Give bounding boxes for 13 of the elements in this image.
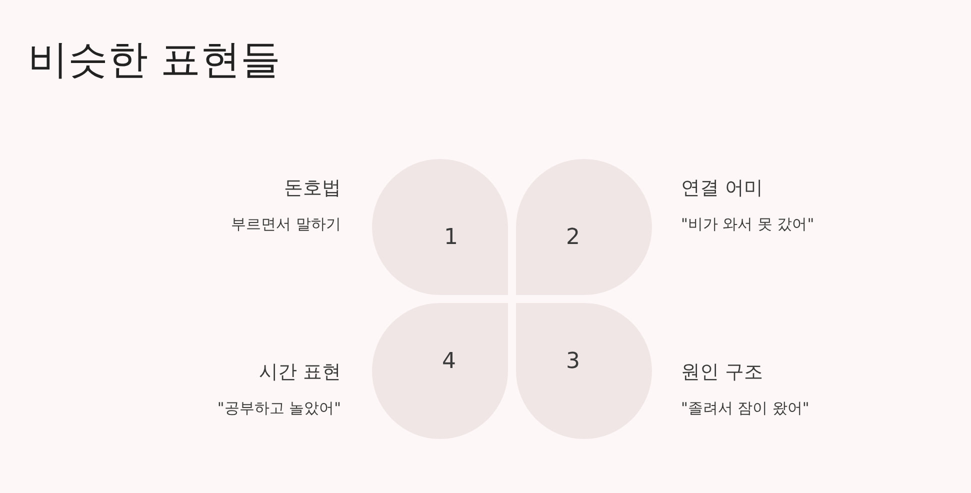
- heading-text: 돈호법: [284, 176, 341, 201]
- description-text: "공부하고 놀았어": [217, 399, 341, 418]
- petal-number: 2: [566, 227, 580, 249]
- description-text: "졸려서 잠이 왔어": [681, 399, 810, 418]
- petal-number: 4: [442, 351, 456, 373]
- heading-text: 시간 표현: [258, 360, 341, 385]
- petal-number: 3: [566, 351, 580, 373]
- description-text: 부르면서 말하기: [231, 215, 341, 234]
- petal-number: 1: [444, 227, 458, 249]
- description-text: "비가 와서 못 갔어": [681, 215, 814, 234]
- title: 비슷한 표현들: [28, 36, 281, 84]
- heading-text: 연결 어미: [681, 176, 764, 201]
- heading-text: 원인 구조: [681, 360, 764, 385]
